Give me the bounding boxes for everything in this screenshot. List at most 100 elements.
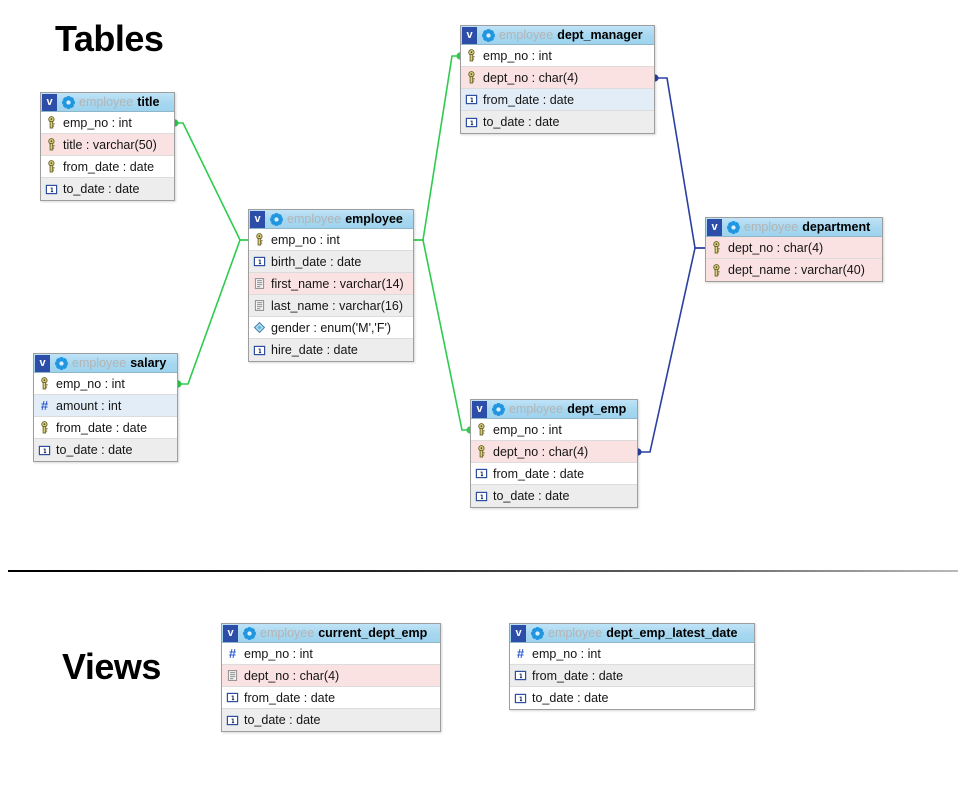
column-row[interactable]: from_date : date [34,417,177,439]
column-row[interactable]: dept_no : char(4) [222,665,440,687]
column-row[interactable]: #emp_no : int [222,643,440,665]
column-label: from_date : date [56,420,148,435]
column-label: amount : int [56,398,122,413]
key-icon [48,160,55,173]
column-row[interactable]: to_date : date [34,439,177,461]
view-badge-icon: v [707,218,722,236]
column-label: emp_no : int [63,115,132,130]
column-row[interactable]: #emp_no : int [510,643,754,665]
column-row[interactable]: from_date : date [471,463,637,485]
column-row[interactable]: # amount : int [34,395,177,417]
column-row[interactable]: emp_no : int [461,45,654,67]
column-row[interactable]: to_date : date [510,687,754,709]
column-row[interactable]: dept_no : char(4) [706,237,882,259]
entity-name-label: title [137,95,160,109]
column-label: dept_no : char(4) [244,668,340,683]
column-row[interactable]: from_date : date [222,687,440,709]
column-row[interactable]: to_date : date [461,111,654,133]
hash-icon: # [40,398,49,413]
section-divider [8,570,958,572]
column-row[interactable]: first_name : varchar(14) [249,273,413,295]
view-badge-icon: v [472,400,487,418]
relation-dept-emp-department [638,247,705,453]
column-row[interactable]: from_date : date [510,665,754,687]
column-row[interactable]: hire_date : date [249,339,413,361]
gear-icon [55,356,68,370]
column-row[interactable]: last_name : varchar(16) [249,295,413,317]
column-label: last_name : varchar(16) [271,298,404,313]
column-row[interactable]: dept_no : char(4) [471,441,637,463]
schema-label: employee [260,626,315,640]
date-icon [226,692,239,703]
key-icon [478,445,485,458]
relation-salary-employee [178,239,248,385]
column-row[interactable]: from_date : date [41,156,174,178]
view-badge-icon: v [511,624,526,642]
column-row[interactable]: emp_no : int [34,373,177,395]
section-title-tables: Tables [55,18,164,59]
column-row[interactable]: from_date : date [461,89,654,111]
column-row[interactable]: dept_name : varchar(40) [706,259,882,281]
text-icon [254,300,265,311]
date-icon [475,491,488,501]
column-row[interactable]: gender : enum('M','F') [249,317,413,339]
column-row[interactable]: birth_date : date [249,251,413,273]
hash-icon: # [228,646,237,661]
date-icon [45,184,58,194]
column-row[interactable]: emp_no : int [249,229,413,251]
column-row[interactable]: to_date : date [41,178,174,200]
view-badge-icon: v [250,210,265,228]
schema-label: employee [744,220,799,234]
view-badge-icon: v [462,26,477,44]
column-label: dept_no : char(4) [728,240,824,255]
date-icon [465,117,478,127]
gear-icon [482,28,495,42]
hash-icon: # [516,646,525,661]
relation-title-employee [175,122,248,241]
entity-name-label: dept_emp [567,402,627,416]
column-label: dept_name : varchar(40) [728,263,865,277]
entity-name-label: dept_emp_latest_date [606,626,738,640]
key-icon [41,377,48,390]
column-label: title : varchar(50) [63,137,157,152]
key-icon [468,49,475,62]
column-row[interactable]: to_date : date [471,485,637,507]
gear-icon [492,402,505,416]
key-icon [48,116,55,129]
date-icon [465,94,478,105]
view-badge-icon: v [42,93,57,111]
column-label: emp_no : int [483,48,552,63]
view-badge-icon: v [223,624,238,642]
column-row[interactable]: to_date : date [222,709,440,731]
column-row[interactable]: emp_no : int [41,112,174,134]
column-label: to_date : date [63,182,140,196]
column-row[interactable]: dept_no : char(4) [461,67,654,89]
schema-label: employee [72,356,127,370]
column-row[interactable]: title : varchar(50) [41,134,174,156]
key-icon [478,423,485,436]
view-badge-icon: v [35,354,50,372]
entity-name-label: employee [345,212,403,226]
date-icon [38,445,51,455]
relation-employee-dept-emp [414,239,470,431]
schema-label: employee [548,626,603,640]
column-label: emp_no : int [271,232,340,247]
column-row[interactable]: emp_no : int [471,419,637,441]
